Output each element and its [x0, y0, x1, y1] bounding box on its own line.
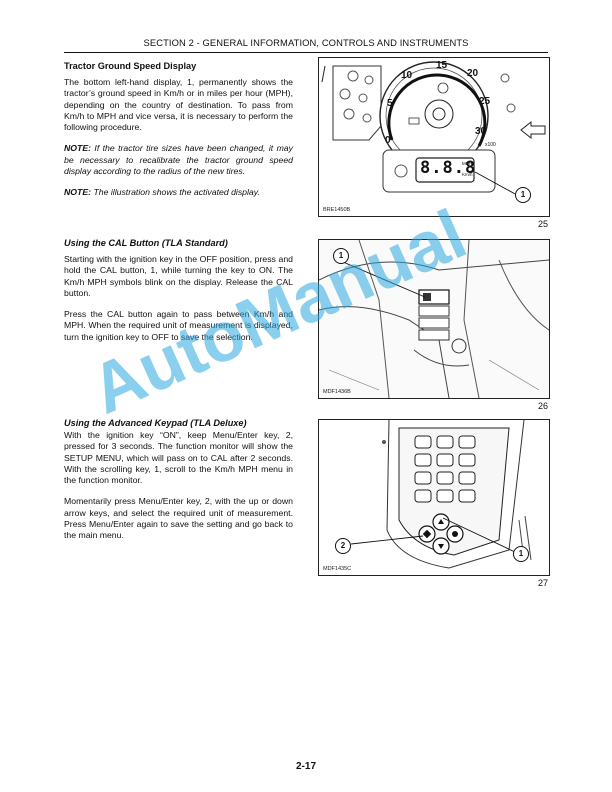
figure-instrument-cluster: 0 5 10 15 20 25 30 x100 8.8.8 MPH Km/h 1… — [318, 57, 550, 217]
section-cal-button: Using the CAL Button (TLA Standard) Star… — [64, 238, 293, 343]
callout-1: 1 — [515, 187, 531, 203]
unit-kmh: Km/h — [462, 172, 473, 177]
figure-cal-button: 1 MDF1436B — [318, 239, 550, 399]
figure-advanced-keypad: 2 1 MDF1435C — [318, 419, 550, 576]
gauge-tick-label: 5 — [387, 98, 393, 109]
paragraph: Starting with the ignition key in the OF… — [64, 254, 293, 298]
note-text: If the tractor tire sizes have been chan… — [64, 143, 293, 177]
paragraph: Press the CAL button again to pass betwe… — [64, 309, 293, 342]
figure-number: 27 — [537, 578, 548, 588]
callout-1: 1 — [513, 546, 529, 562]
figure-code: BRE1450B — [323, 207, 351, 213]
section-advanced-keypad: Using the Advanced Keypad (TLA Deluxe) W… — [64, 418, 293, 542]
gauge-tick-label: 0 — [385, 135, 391, 146]
section-ground-speed: Tractor Ground Speed Display The bottom … — [64, 61, 293, 199]
instrument-cluster-illustration — [321, 61, 546, 196]
paragraph: With the ignition key “ON”, keep Menu/En… — [64, 430, 293, 486]
lcd-digits: 8.8.8 — [420, 158, 477, 178]
section-header: SECTION 2 - GENERAL INFORMATION, CONTROL… — [143, 37, 469, 48]
note-text: The illustration shows the activated dis… — [91, 187, 260, 198]
gauge-tick-label: 20 — [467, 68, 479, 79]
note: NOTE: If the tractor tire sizes have bee… — [64, 143, 293, 177]
gauge-tick-label: 10 — [401, 70, 413, 81]
gauge-tick-label: 25 — [479, 96, 491, 107]
cal-button-illustration — [319, 240, 549, 398]
gauge-tick-label: 30 — [475, 126, 487, 137]
page-number: 2-17 — [295, 761, 316, 772]
figure-number: 26 — [537, 401, 548, 411]
keypad-illustration — [319, 420, 549, 575]
callout-1: 1 — [333, 248, 349, 264]
section-heading: Using the CAL Button (TLA Standard) — [64, 238, 228, 248]
figure-code: MDF1436B — [323, 389, 351, 395]
paragraph: Momentarily press Menu/Enter key, 2, wit… — [64, 496, 293, 541]
header-rule — [64, 52, 548, 53]
note: NOTE: The illustration shows the activat… — [64, 187, 293, 198]
note-label: NOTE: — [64, 187, 92, 198]
gauge-multiplier: x100 — [485, 142, 496, 148]
paragraph: The bottom left-hand display, 1, permane… — [64, 77, 293, 133]
section-heading: Tractor Ground Speed Display — [64, 61, 197, 71]
callout-2: 2 — [335, 538, 351, 554]
figure-code: MDF1435C — [323, 566, 352, 572]
section-heading: Using the Advanced Keypad (TLA Deluxe) — [64, 418, 247, 428]
figure-number: 25 — [537, 219, 548, 229]
unit-mph: MPH — [462, 161, 472, 166]
gauge-tick-label: 15 — [436, 60, 448, 71]
note-label: NOTE: — [64, 143, 92, 154]
